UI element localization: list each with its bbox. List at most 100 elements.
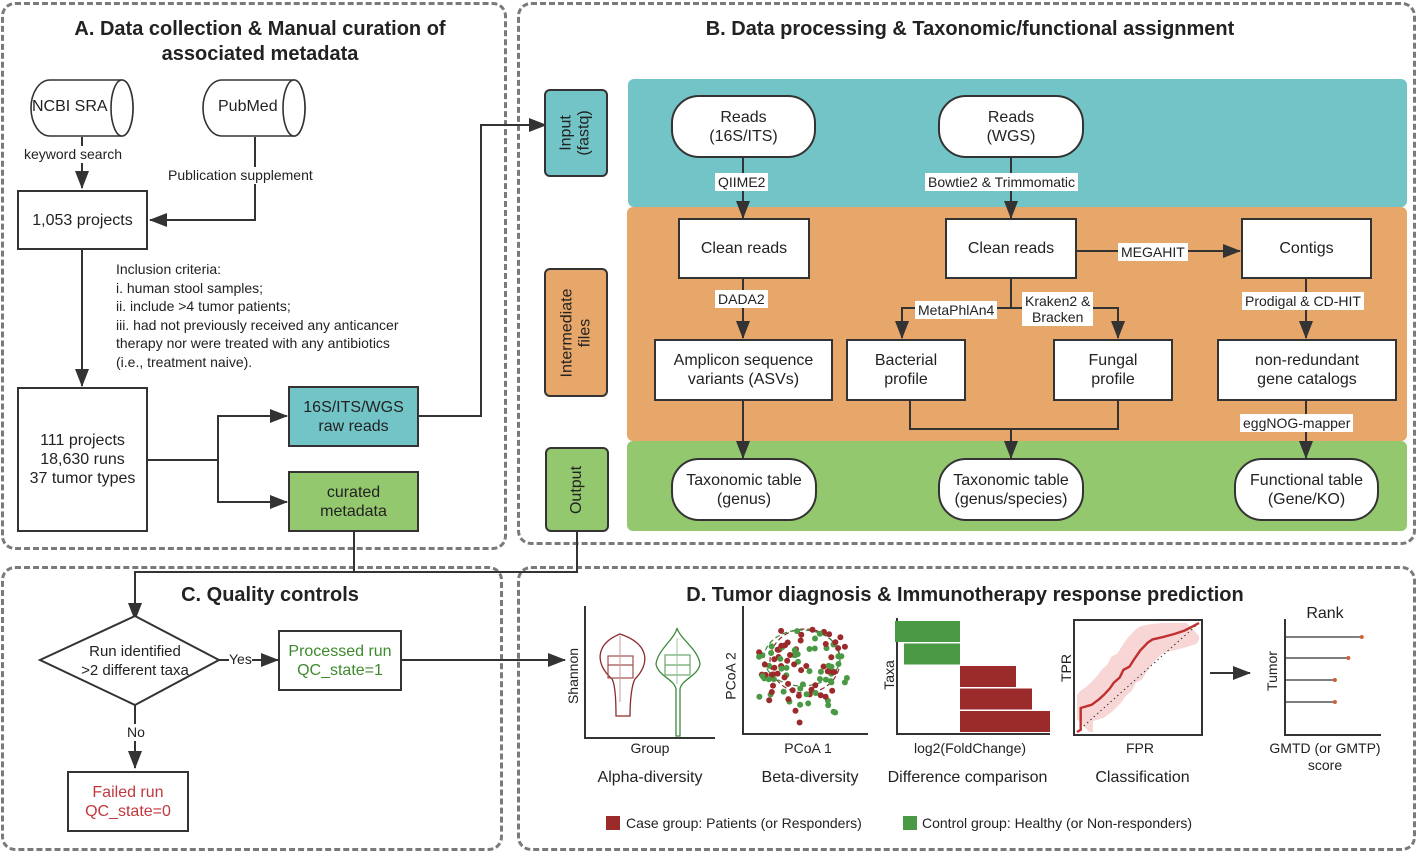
decision-text: Run identified >2 different taxa xyxy=(81,643,189,679)
legend-swatch-control xyxy=(903,816,917,830)
inclusion-criteria: Inclusion criteria: i. human stool sampl… xyxy=(116,261,399,370)
legend-label-control: Control group: Healthy (or Non-responder… xyxy=(922,815,1193,831)
beta-point xyxy=(795,692,802,699)
beta-ylabel: PCoA 2 xyxy=(722,652,739,700)
beta-axes xyxy=(742,606,868,735)
node-taxonomic-species: Taxonomic table (genus/species) xyxy=(938,458,1084,521)
edge-yes: Yes xyxy=(229,651,252,668)
db-pubmed-label: PubMed xyxy=(218,98,278,115)
alpha-ylabel: Shannon xyxy=(565,647,582,705)
beta-point xyxy=(817,692,824,699)
beta-point xyxy=(820,663,827,670)
panel-a xyxy=(1,2,507,550)
box-summary: 111 projects 18,630 runs 37 tumor types xyxy=(17,387,148,532)
rank-ylabel: Tumor xyxy=(1263,651,1280,691)
beta-point xyxy=(777,655,784,662)
beta-point xyxy=(825,662,832,669)
diff-ylabel: Taxa xyxy=(880,660,897,690)
beta-point xyxy=(829,687,836,694)
beta-point xyxy=(771,656,778,663)
beta-point xyxy=(835,661,842,667)
beta-point xyxy=(841,643,848,650)
db-ncbi-sra-label: NCBI SRA xyxy=(32,98,108,115)
tool-kraken2-bracken: Kraken2 & Bracken xyxy=(1022,292,1094,326)
beta-point xyxy=(794,628,801,635)
beta-point xyxy=(808,686,815,693)
beta-point xyxy=(768,650,775,656)
node-contigs: Contigs xyxy=(1241,218,1372,279)
db-ncbi-sra: NCBI SRA xyxy=(30,79,135,137)
diff-bar xyxy=(960,666,1016,687)
side-label-input: Input (fastq) xyxy=(544,89,608,177)
roc-ylabel: TPR xyxy=(1058,654,1074,682)
node-reads-wgs: Reads (WGS) xyxy=(938,95,1084,158)
rank-dot xyxy=(1332,678,1337,682)
box-curated-metadata: curated metadata xyxy=(288,471,419,532)
rank-xlabel: GMTD (or GMTP) score xyxy=(1269,740,1381,773)
beta-point xyxy=(778,665,785,672)
beta-point xyxy=(774,670,781,677)
rank-dot xyxy=(1332,700,1337,704)
beta-point xyxy=(766,697,773,704)
side-label-output: Output xyxy=(545,447,609,532)
side-label-intermediate: Intermediate files xyxy=(544,268,608,397)
beta-point xyxy=(812,635,818,642)
roc-caption: Classification xyxy=(1095,769,1190,786)
legend: Case group: Patients (or Responders) Con… xyxy=(606,815,1206,833)
beta-point xyxy=(816,630,823,637)
legend-label-case: Case group: Patients (or Responders) xyxy=(626,815,862,831)
roc-plot xyxy=(1073,619,1203,736)
node-asv: Amplicon sequence variants (ASVs) xyxy=(654,339,833,401)
beta-point xyxy=(774,646,781,653)
panel-d xyxy=(517,566,1416,851)
beta-point xyxy=(843,675,850,681)
rank-plot xyxy=(1284,619,1381,736)
diff-bar xyxy=(960,711,1050,732)
tool-megahit: MEGAHIT xyxy=(1118,243,1188,261)
beta-point xyxy=(806,668,813,675)
beta-point xyxy=(817,668,824,675)
beta-point xyxy=(835,645,842,652)
beta-point xyxy=(778,642,785,649)
rank-dot xyxy=(1346,656,1351,660)
panel-c-title: C. Quality controls xyxy=(181,584,359,606)
beta-xlabel: PCoA 1 xyxy=(784,740,832,756)
panel-b-title: B. Data processing & Taxonomic/functiona… xyxy=(705,18,1235,40)
side-label-input-text: Input (fastq) xyxy=(558,110,593,156)
node-functional-table: Functional table (Gene/KO) xyxy=(1234,458,1379,521)
beta-point xyxy=(812,690,819,696)
beta-point xyxy=(825,702,832,709)
violin-case xyxy=(599,633,646,717)
beta-point xyxy=(785,696,792,703)
tool-dada2: DADA2 xyxy=(715,290,768,308)
roc-diagonal xyxy=(1076,622,1200,733)
node-taxonomic-genus: Taxonomic table (genus) xyxy=(671,458,817,521)
beta-point xyxy=(827,678,834,685)
beta-point xyxy=(780,688,787,695)
tool-eggnog-mapper: eggNOG-mapper xyxy=(1240,414,1354,432)
diff-caption: Difference comparison xyxy=(887,769,1048,786)
node-reads-16s: Reads (16S/ITS) xyxy=(671,95,816,158)
beta-point xyxy=(796,719,803,726)
tool-metaphlan4: MetaPhlAn4 xyxy=(915,301,998,319)
box-1053-projects: 1,053 projects xyxy=(17,190,148,250)
panel-d-title: D. Tumor diagnosis & Immunotherapy respo… xyxy=(686,584,1244,606)
beta-point xyxy=(791,661,798,668)
beta-point xyxy=(797,685,804,692)
beta-point xyxy=(771,664,778,671)
beta-point xyxy=(798,631,805,638)
node-bacterial-profile: Bacterial profile xyxy=(846,339,966,401)
difference-plot xyxy=(895,618,1050,735)
alpha-xlabel: Group xyxy=(630,740,670,756)
side-label-intermediate-text: Intermediate files xyxy=(558,288,593,377)
box-raw-reads: 16S/ITS/WGS raw reads xyxy=(288,386,419,447)
beta-point xyxy=(784,657,791,664)
beta-point xyxy=(789,687,796,694)
roc-xlabel: FPR xyxy=(1126,740,1154,756)
beta-point xyxy=(806,646,813,652)
db-pubmed: PubMed xyxy=(202,79,306,137)
panel-a-title: A. Data collection & Manual curation of … xyxy=(74,18,446,65)
beta-point xyxy=(768,643,775,650)
database-icon xyxy=(202,79,306,137)
beta-point xyxy=(792,707,799,714)
